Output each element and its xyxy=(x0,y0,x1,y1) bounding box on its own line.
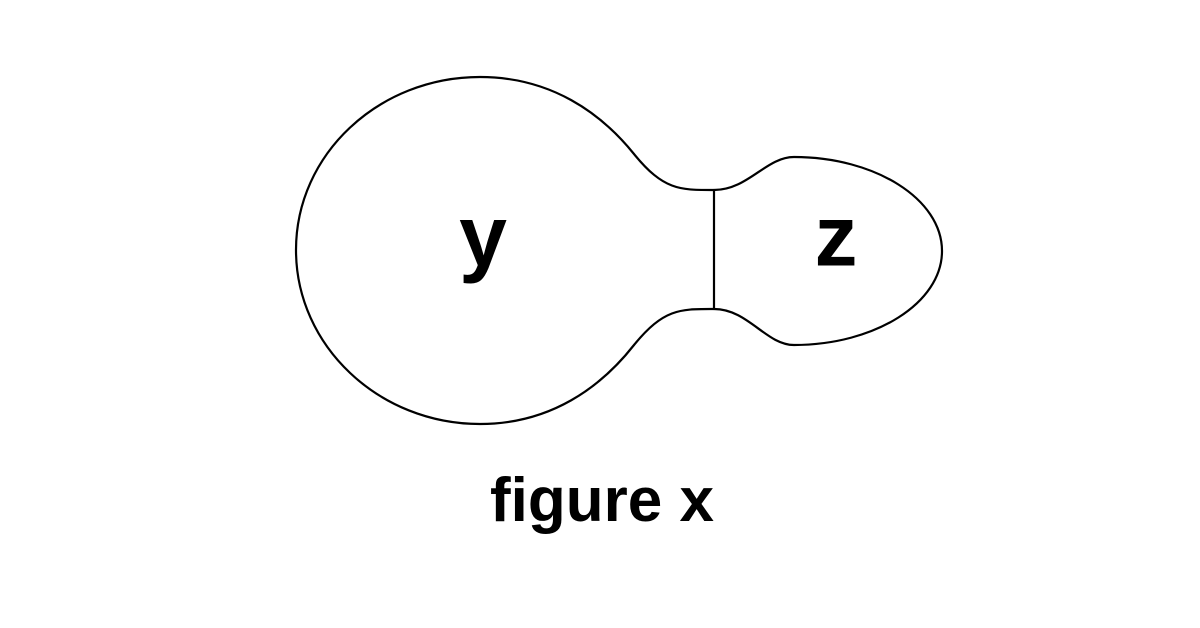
peanut-outline-path[interactable] xyxy=(294,75,944,426)
shape-outline-group xyxy=(294,75,944,426)
region-label-z: z xyxy=(815,189,858,285)
figure-caption: figure x xyxy=(490,466,714,535)
caption-group: figure x xyxy=(490,466,714,535)
region-labels-group: y z xyxy=(459,189,857,285)
region-label-y: y xyxy=(459,189,507,285)
